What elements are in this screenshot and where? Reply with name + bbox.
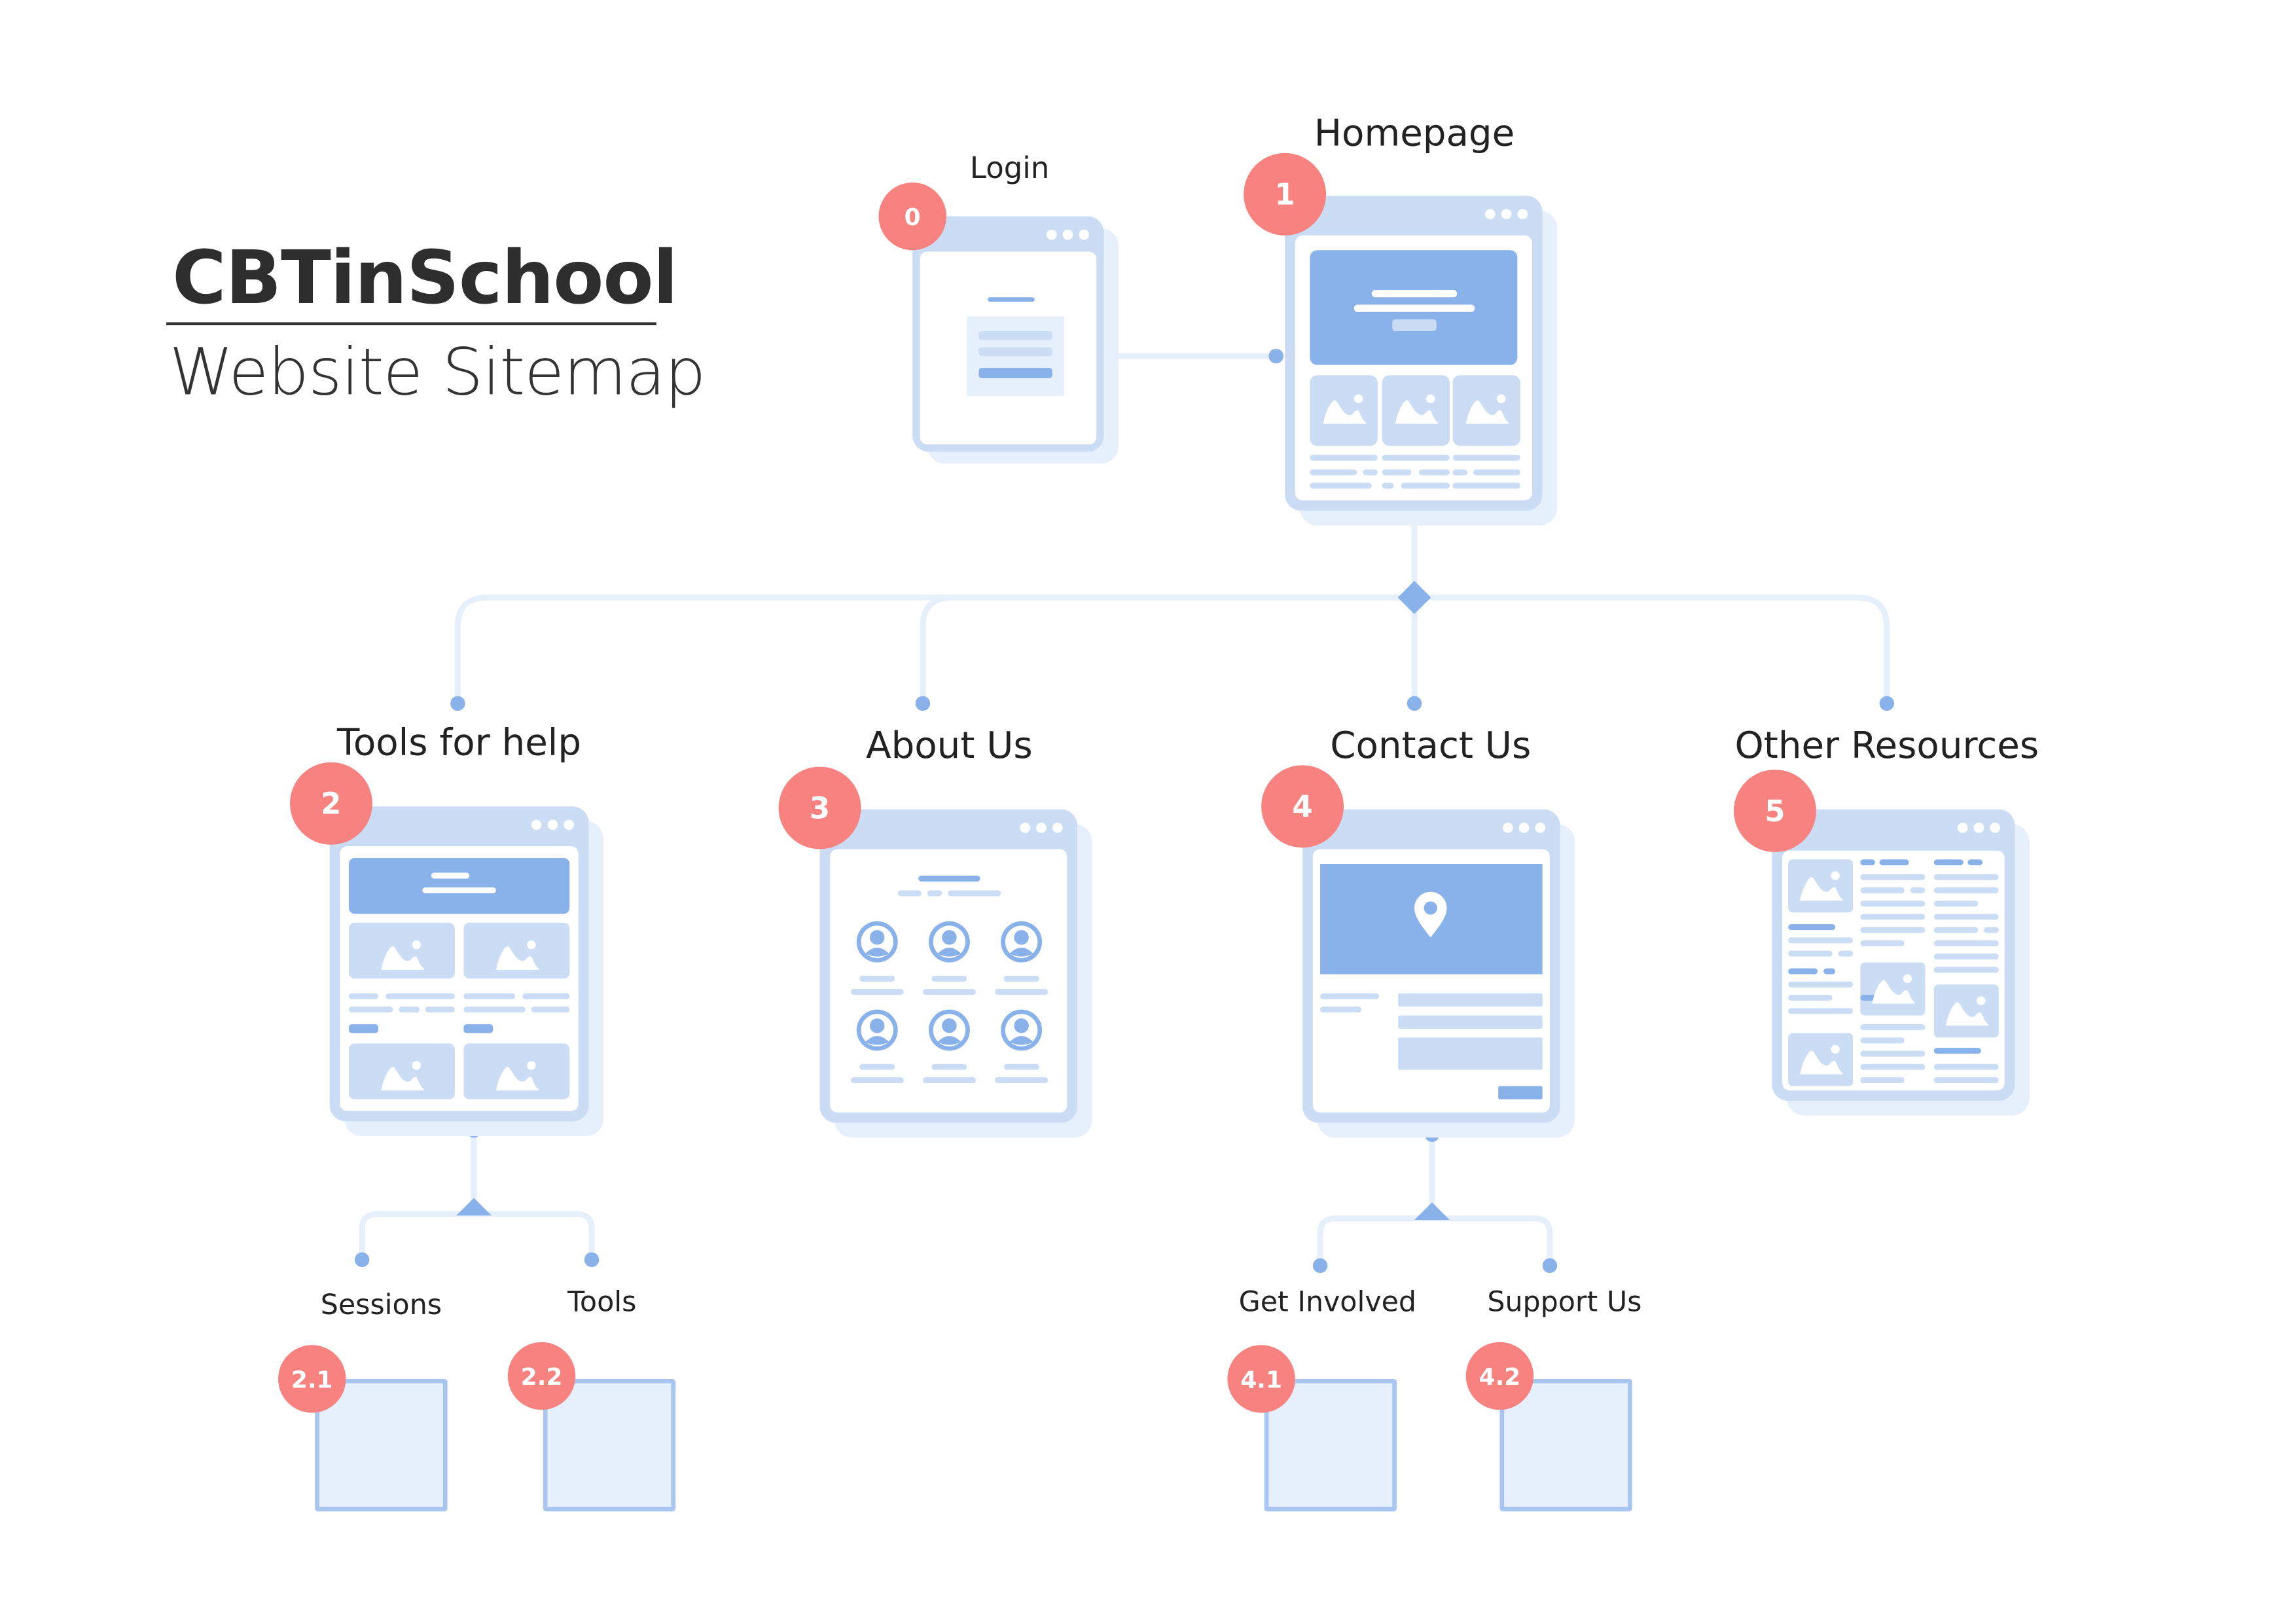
page-badge: 4.1 (1227, 1345, 1295, 1413)
junction-triangle (456, 1198, 492, 1216)
connector-tools-branch (359, 1211, 595, 1260)
connector-dot (1407, 696, 1422, 711)
window-dots-icon (1020, 823, 1063, 833)
page-label-contact-us: Contact Us (1330, 724, 1532, 767)
page-badge: 3 (778, 766, 861, 849)
resources-wireframe (1782, 850, 2005, 1091)
page-label-get-involved: Get Involved (1238, 1286, 1417, 1319)
title-divider (166, 322, 656, 325)
window-dots-icon (1957, 823, 2000, 833)
connector-dot (1542, 1258, 1558, 1274)
connector-contact-branch (1317, 1215, 1553, 1266)
page-badge: 2.2 (507, 1342, 576, 1410)
page-label-sessions: Sessions (320, 1289, 442, 1322)
page-label-homepage: Homepage (1314, 111, 1515, 155)
connector-dot (450, 696, 465, 711)
page-label-about-us: About Us (866, 724, 1033, 767)
window-dots-icon (531, 819, 574, 830)
page-label-tools: Tools (567, 1286, 637, 1319)
page-badge: 5 (1733, 770, 1816, 852)
junction-triangle (1414, 1202, 1450, 1221)
page-badge: 0 (878, 182, 946, 251)
connector-about (920, 594, 953, 704)
page-card-tools[interactable] (543, 1379, 676, 1512)
window-dots-icon (1484, 209, 1528, 220)
page-card-other-resources[interactable] (1772, 809, 2015, 1101)
page-badge: 4.2 (1465, 1342, 1534, 1410)
homepage-wireframe (1295, 235, 1532, 501)
contact-wireframe (1312, 849, 1550, 1113)
window-dots-icon (1502, 823, 1546, 833)
page-label-support-us: Support Us (1487, 1286, 1642, 1319)
tools-wireframe (340, 846, 579, 1111)
page-badge: 2 (289, 762, 372, 845)
connector-branch-bar (454, 594, 1890, 704)
login-wireframe (920, 251, 1097, 445)
page-badge: 2.1 (278, 1345, 346, 1413)
page-card-login[interactable] (912, 216, 1104, 452)
connector-dot (584, 1252, 600, 1268)
site-title: CBTinSchool (172, 235, 678, 321)
connector-dot (1268, 348, 1283, 364)
page-badge: 1 (1244, 152, 1327, 236)
page-card-about-us[interactable] (819, 809, 1078, 1123)
page-card-tools-for-help[interactable] (329, 806, 589, 1122)
page-label-tools-for-help: Tools for help (337, 721, 582, 764)
connector-dot (1312, 1258, 1328, 1274)
junction-diamond (1397, 580, 1431, 615)
page-card-contact-us[interactable] (1302, 809, 1560, 1123)
page-badge: 4 (1261, 765, 1344, 848)
about-wireframe (830, 849, 1067, 1113)
connector-dot (354, 1252, 370, 1268)
page-label-other-resources: Other Resources (1734, 724, 2039, 767)
site-subtitle: Website Sitemap (169, 335, 706, 411)
window-dots-icon (1046, 229, 1090, 240)
connector-dot (915, 696, 931, 711)
connector-dot (1879, 696, 1895, 711)
page-label-login: Login (969, 150, 1050, 186)
page-card-homepage[interactable] (1285, 196, 1543, 511)
